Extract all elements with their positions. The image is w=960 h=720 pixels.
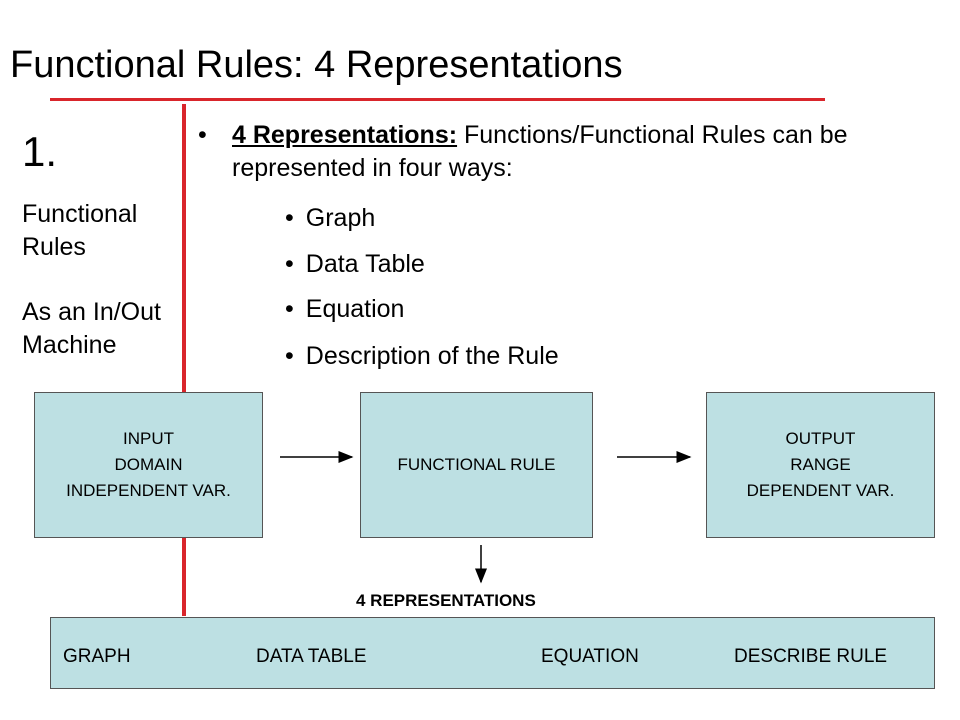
side-label-functional-rules: Functional Rules (22, 198, 137, 264)
rep-graph: GRAPH (63, 646, 131, 667)
sub-bullet-equation: • Equation (285, 295, 404, 324)
bullet-dot: • (285, 204, 294, 232)
input-box: INPUT DOMAIN INDEPENDENT VAR. (34, 392, 263, 538)
input-line: INDEPENDENT VAR. (66, 481, 231, 500)
sub-bullet-label: Data Table (305, 250, 425, 278)
bullet-dot: • (198, 121, 207, 149)
vertical-divider (182, 104, 186, 616)
bullet-dot: • (285, 250, 294, 278)
side-label-in-out-machine: As an In/Out Machine (22, 296, 161, 362)
sub-bullet-label: Description of the Rule (305, 342, 559, 370)
rep-describe-rule: DESCRIBE RULE (734, 646, 888, 667)
sub-bullet-label: Graph (305, 204, 376, 232)
bullet-dot: • (285, 295, 294, 323)
title-underline (50, 98, 825, 101)
representations-label: 4 REPRESENTATIONS (356, 591, 536, 610)
sub-bullet-description: • Description of the Rule (285, 342, 559, 371)
main-bullet: • 4 Representations: Functions/Functiona… (198, 119, 938, 185)
output-line: OUTPUT (785, 429, 856, 448)
input-line: DOMAIN (114, 455, 183, 474)
main-bullet-body: Functions/Functional Rules can be repres… (232, 121, 848, 182)
main-bullet-text: 4 Representations: Functions/Functional … (232, 119, 938, 185)
slide-title: Functional Rules: 4 Representations (10, 44, 623, 86)
output-line: RANGE (790, 455, 851, 474)
section-number: 1. (22, 128, 58, 175)
rule-label: FUNCTIONAL RULE (397, 455, 556, 474)
rep-data-table: DATA TABLE (256, 646, 367, 667)
side-label-line: Machine (22, 331, 117, 359)
main-bullet-lead: 4 Representations: (232, 121, 458, 149)
side-label-line: Rules (22, 233, 86, 261)
functional-rule-box: FUNCTIONAL RULE (360, 392, 593, 538)
sub-bullet-graph: • Graph (285, 204, 375, 233)
sub-bullet-data-table: • Data Table (285, 250, 425, 279)
output-box: OUTPUT RANGE DEPENDENT VAR. (706, 392, 935, 538)
sub-bullet-label: Equation (305, 295, 405, 323)
rep-equation: EQUATION (541, 646, 639, 667)
side-label-line: Functional (22, 200, 138, 228)
representations-box: GRAPH DATA TABLE EQUATION DESCRIBE RULE (50, 617, 935, 689)
output-line: DEPENDENT VAR. (746, 481, 895, 500)
input-line: INPUT (123, 429, 174, 448)
side-label-line: As an In/Out (22, 298, 161, 326)
bullet-dot: • (285, 342, 294, 370)
